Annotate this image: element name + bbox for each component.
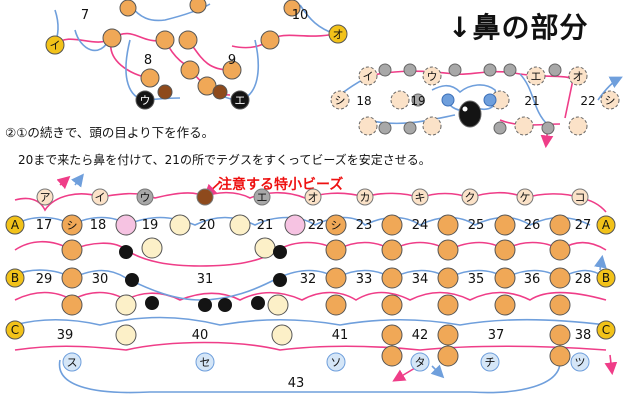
number-label: 19 (410, 94, 425, 108)
number-label: 10 (292, 8, 309, 23)
kana-label: エ (257, 191, 268, 204)
number-label: 20 (199, 218, 216, 233)
row-label-a: A (602, 218, 611, 232)
number-label: 26 (524, 218, 541, 233)
kana-label: シ (335, 94, 346, 107)
kana-label: ソ (331, 356, 342, 369)
row-label-b: B (602, 271, 610, 285)
number-label: 29 (36, 272, 53, 287)
number-label: 21 (524, 94, 539, 108)
kana-label: イ (95, 191, 106, 204)
kana-label: チ (485, 356, 496, 369)
number-label: 31 (197, 272, 214, 287)
number-label: 17 (36, 218, 53, 233)
kana-label: ウ (427, 70, 438, 83)
number-label: 42 (412, 328, 429, 343)
kana-label: コ (575, 191, 586, 204)
kana-label: シ (67, 219, 78, 232)
kana-label: カ (360, 191, 371, 204)
number-label: 9 (228, 53, 236, 68)
kana-label: ウ (140, 94, 151, 107)
row-label-c: C (11, 323, 19, 337)
number-label: 25 (468, 218, 485, 233)
number-label: 8 (144, 53, 152, 68)
number-label: 32 (300, 272, 317, 287)
number-label: 18 (90, 218, 107, 233)
kana-label: シ (605, 94, 616, 107)
kana-label: タ (415, 356, 426, 369)
kana-label: オ (573, 70, 584, 83)
number-label: 35 (468, 272, 485, 287)
number-label: 7 (81, 8, 89, 23)
section-title: ↓鼻の部分 (448, 11, 589, 44)
step-text: ②①の続きで、頭の目より下を作る。 (5, 125, 215, 140)
number-label: 36 (524, 272, 541, 287)
number-label: 27 (575, 218, 592, 233)
number-label: 30 (92, 272, 109, 287)
kana-label: ス (67, 356, 78, 369)
number-label: 40 (192, 328, 209, 343)
kana-label: ケ (520, 191, 531, 204)
kana-label: シ (331, 219, 342, 232)
kana-label: セ (200, 356, 211, 369)
number-label: 34 (412, 272, 429, 287)
number-label: 19 (142, 218, 159, 233)
kana-label: エ (235, 94, 246, 107)
number-label: 37 (488, 328, 505, 343)
kana-label: ツ (575, 356, 586, 369)
number-label: 41 (332, 328, 349, 343)
kana-label: イ (50, 39, 61, 52)
instruction-text: 20まで来たら鼻を付けて、21の所でテグスをすくってビーズを安定させる。 (18, 153, 431, 167)
number-label: 43 (288, 376, 305, 391)
kana-label: オ (308, 191, 319, 204)
number-label: 22 (308, 218, 325, 233)
number-label: 28 (575, 272, 592, 287)
kana-label: イ (363, 70, 374, 83)
kana-label: ア (40, 191, 51, 204)
row-label-b: B (11, 271, 19, 285)
row-label-c: C (602, 323, 610, 337)
row-label-a: A (11, 218, 20, 232)
number-label: 39 (57, 328, 74, 343)
kana-label: ウ (140, 191, 151, 204)
number-label: 23 (356, 218, 373, 233)
number-label: 21 (257, 218, 274, 233)
kana-label: エ (531, 70, 542, 83)
main-diagram: A B C A B C ア イ ウ エ オ カ キ ク ケ コ 17 シ 18 … (5, 173, 618, 394)
kana-label: オ (333, 28, 344, 41)
kana-label: キ (415, 191, 426, 204)
number-label: 18 (356, 94, 371, 108)
kana-label: ク (465, 191, 476, 204)
number-label: 24 (412, 218, 429, 233)
number-label: 33 (356, 272, 373, 287)
number-label: 38 (575, 328, 592, 343)
number-label: 22 (580, 94, 595, 108)
top-left-diagram: 7 10 8 9 イ オ ウ エ (45, 0, 348, 110)
nose-diagram: イ ウ エ オ シ シ 18 19 21 22 (330, 63, 623, 149)
